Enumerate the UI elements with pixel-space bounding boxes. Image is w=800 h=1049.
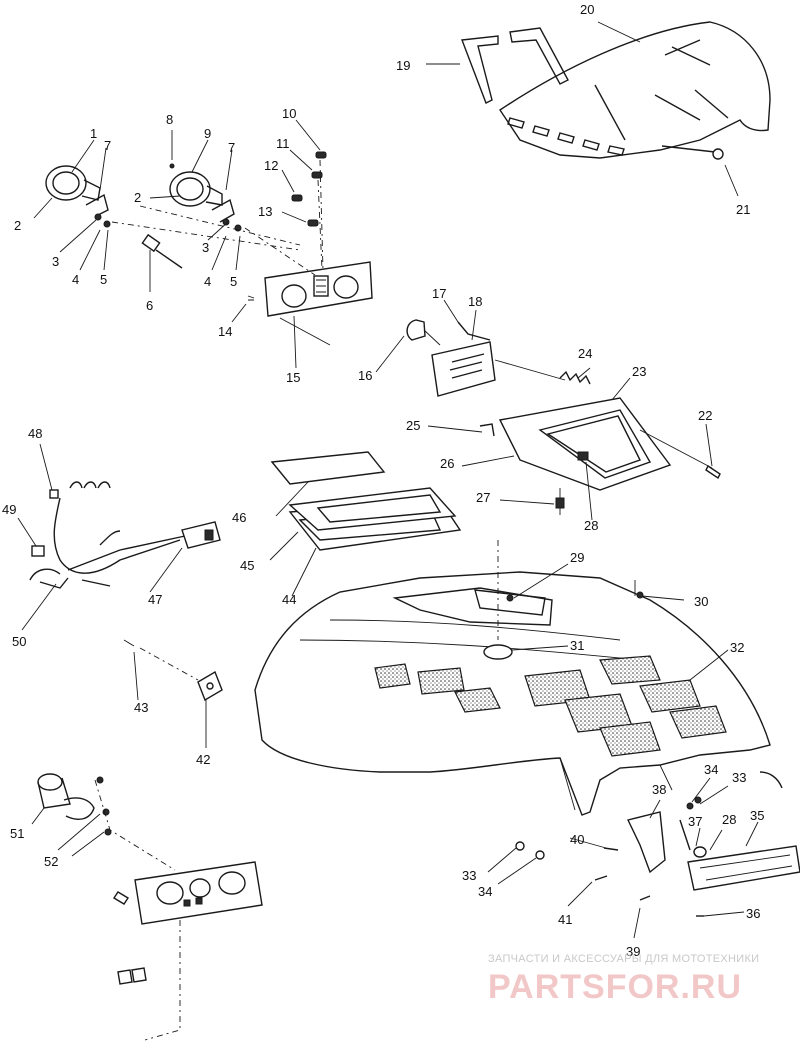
- ignition-switch: [37, 773, 112, 836]
- callout-47: 47: [148, 592, 162, 607]
- callout-3: 3: [52, 254, 59, 269]
- callout-2: 2: [134, 190, 141, 205]
- windshield: [499, 21, 771, 159]
- callout-40: 40: [570, 832, 584, 847]
- watermark-brand: PARTSFOR.RU: [488, 968, 742, 1006]
- callout-50: 50: [12, 634, 26, 649]
- adjuster-spring: [559, 370, 591, 385]
- callout-49: 49: [2, 502, 16, 517]
- callout-22: 22: [698, 408, 712, 423]
- wiring-harness: [29, 481, 221, 589]
- callout-36: 36: [746, 906, 760, 921]
- callout-8: 8: [166, 112, 173, 127]
- callout-10: 10: [282, 106, 296, 121]
- callout-51: 51: [10, 826, 24, 841]
- callout-46: 46: [232, 510, 246, 525]
- callout-4: 4: [72, 272, 79, 287]
- indicator-lights: [247, 151, 327, 301]
- callout-42: 42: [196, 752, 210, 767]
- callout-24: 24: [578, 346, 592, 361]
- callout-12: 12: [264, 158, 278, 173]
- callout-5: 5: [100, 272, 107, 287]
- callout-labels: 1 2 2 3 3 4 4 5 5 6 7 7 8 9 10 11 12 13 …: [2, 2, 764, 959]
- leader-lines: [17, 21, 759, 939]
- callout-35: 35: [750, 808, 764, 823]
- callout-52: 52: [44, 854, 58, 869]
- callout-32: 32: [730, 640, 744, 655]
- callout-1: 1: [90, 126, 97, 141]
- callout-28: 28: [584, 518, 598, 533]
- callout-17: 17: [432, 286, 446, 301]
- callout-14: 14: [218, 324, 232, 339]
- callout-2: 2: [14, 218, 21, 233]
- callout-9: 9: [204, 126, 211, 141]
- callout-19: 19: [396, 58, 410, 73]
- callout-18: 18: [468, 294, 482, 309]
- callout-26: 26: [440, 456, 454, 471]
- callout-34: 34: [704, 762, 718, 777]
- callout-31: 31: [570, 638, 584, 653]
- callout-38: 38: [652, 782, 666, 797]
- callout-21: 21: [736, 202, 750, 217]
- hood-latch-bracket: [626, 771, 783, 874]
- callout-6: 6: [146, 298, 153, 313]
- callout-34: 34: [478, 884, 492, 899]
- callout-30: 30: [694, 594, 708, 609]
- windshield-fastener: [661, 145, 724, 160]
- callout-3: 3: [202, 240, 209, 255]
- callout-20: 20: [580, 2, 594, 17]
- callout-33: 33: [462, 868, 476, 883]
- hood-fasteners: [515, 841, 704, 917]
- watermark: ЗАПЧАСТИ И АКСЕССУАРЫ ДЛЯ МОТОТЕХНИКИ PA…: [488, 953, 759, 1006]
- lower-switch-panel: [94, 779, 263, 1041]
- callout-7: 7: [228, 140, 235, 155]
- callout-15: 15: [286, 370, 300, 385]
- watermark-tagline: ЗАПЧАСТИ И АКСЕССУАРЫ ДЛЯ МОТОТЕХНИКИ: [488, 953, 759, 965]
- callout-44: 44: [282, 592, 296, 607]
- gauge-left: [45, 165, 111, 228]
- callout-39: 39: [626, 944, 640, 959]
- callout-33: 33: [732, 770, 746, 785]
- callout-45: 45: [240, 558, 254, 573]
- gauge-right: [169, 163, 242, 232]
- callout-43: 43: [134, 700, 148, 715]
- callout-5: 5: [230, 274, 237, 289]
- hood-bracket: [123, 639, 223, 702]
- callout-28: 28: [722, 812, 736, 827]
- callout-25: 25: [406, 418, 420, 433]
- callout-7: 7: [104, 138, 111, 153]
- headlight: [406, 319, 566, 397]
- callout-27: 27: [476, 490, 490, 505]
- callout-41: 41: [558, 912, 572, 927]
- callout-37: 37: [688, 814, 702, 829]
- callout-11: 11: [276, 136, 290, 151]
- gauge-panel: [264, 261, 373, 317]
- callout-29: 29: [570, 550, 584, 565]
- headlight-housing: [479, 397, 721, 515]
- callout-48: 48: [28, 426, 42, 441]
- windshield-decal: [461, 27, 569, 104]
- rear-light-housing: [687, 845, 800, 891]
- hood: [254, 571, 771, 816]
- callout-23: 23: [632, 364, 646, 379]
- callout-16: 16: [358, 368, 372, 383]
- hood-panel-stack: [270, 451, 462, 551]
- speedometer-cable: [141, 233, 183, 269]
- callout-13: 13: [258, 204, 272, 219]
- callout-4: 4: [204, 274, 211, 289]
